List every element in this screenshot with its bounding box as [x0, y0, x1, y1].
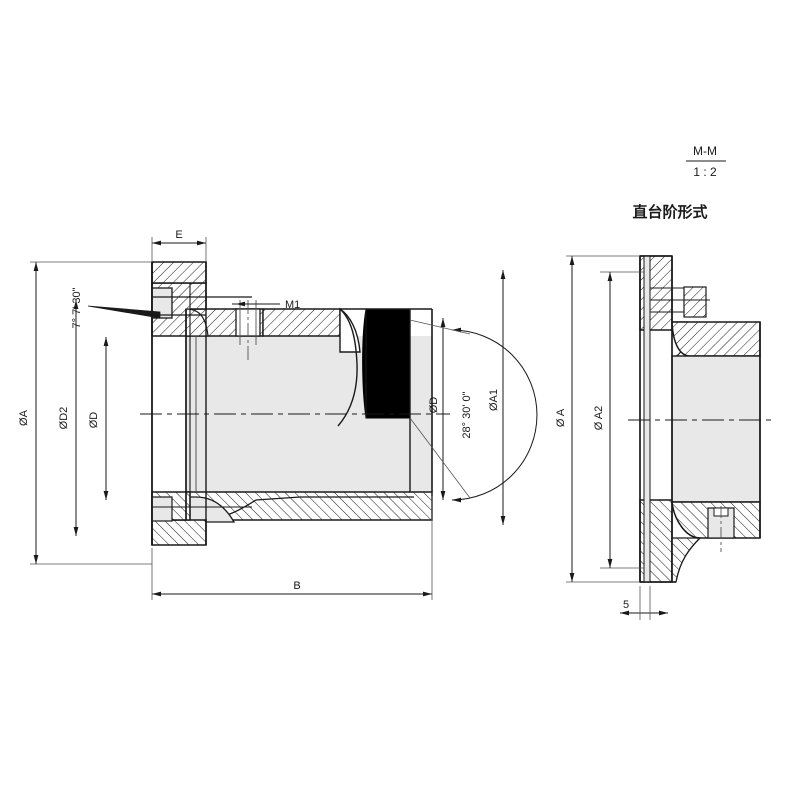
right-body-face	[671, 355, 761, 503]
seal-strip	[643, 255, 651, 583]
barrel-wall-upper-hatch-2	[262, 308, 341, 337]
right-view-dimensions: Ø A Ø A2 5	[555, 255, 668, 620]
flange-rim-lower	[151, 519, 207, 546]
scale-label: 1 : 2	[693, 165, 717, 179]
left-view-dimensions: ØA ØD2 ØD ØD ØA1 E B M1	[18, 229, 538, 600]
dim-label-E: E	[175, 229, 182, 241]
dim-label-dia-A: ØA	[18, 409, 30, 426]
dim-label-dia-D2: ØD2	[58, 407, 70, 430]
left-view-geometry	[140, 261, 450, 546]
angle-arc-right	[451, 327, 538, 503]
thread-hole-M1	[232, 300, 264, 360]
section-title-block: M-M 1 : 2	[686, 144, 726, 179]
angle-label-taper-left: 7° 7' 30"	[71, 287, 83, 328]
dim-label-B: B	[293, 580, 300, 592]
form-name-label: 直台阶形式	[632, 203, 707, 221]
body-front-face-lower	[186, 418, 432, 492]
dim-label-dia-D-right: ØD	[428, 397, 440, 414]
angle-ext-right-1	[409, 319, 471, 335]
dim-label-dia-D-left: ØD	[88, 412, 100, 429]
section-label: M-M	[693, 144, 717, 158]
solid-fill-ring-taper	[362, 308, 411, 419]
dim-label-dia-A-right: Ø A	[555, 408, 567, 427]
dim-label-dia-A1: ØA1	[488, 389, 500, 411]
right-view-geometry	[600, 255, 772, 583]
flange-rim-lower-notch	[151, 496, 173, 522]
flange-body-upper-hatch	[671, 321, 761, 357]
flange-rim-upper	[151, 261, 207, 284]
cone-transition-upper	[339, 307, 361, 353]
angle-ext-right-2	[409, 417, 471, 499]
dim-label-dia-A2-right: Ø A2	[593, 406, 605, 430]
dim-label-M1: M1	[285, 299, 300, 311]
body-curve-transition	[337, 308, 358, 427]
dim-label-5: 5	[623, 599, 629, 611]
angle-label-taper-right: 28° 30' 0"	[461, 391, 473, 438]
angle-leader-left	[87, 305, 161, 319]
flange-skirt-lower	[671, 537, 702, 583]
bolt-boss-upper	[683, 286, 707, 318]
flange-hub-fillet	[185, 308, 209, 337]
